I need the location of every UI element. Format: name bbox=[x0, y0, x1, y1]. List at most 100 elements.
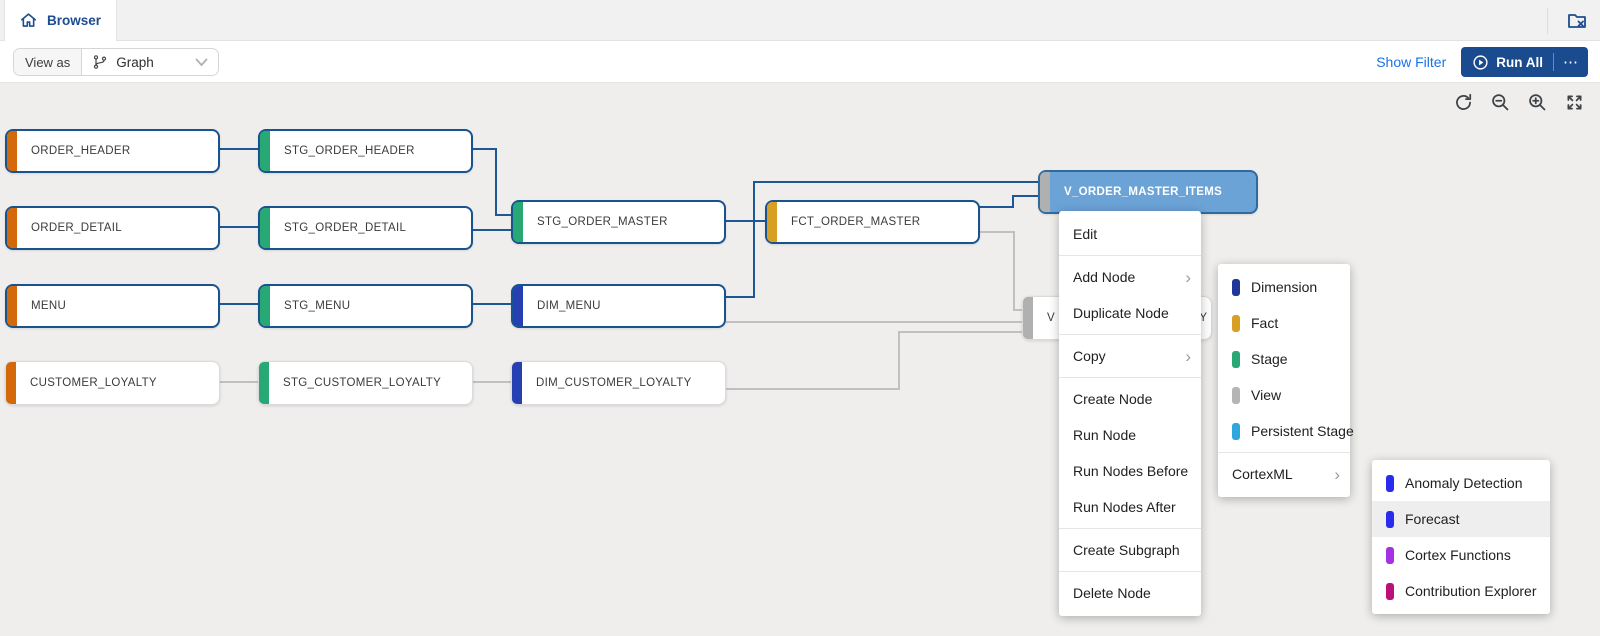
cortex-functions-node-type-icon bbox=[1386, 546, 1394, 564]
menu-item-run-node[interactable]: Run Node bbox=[1059, 417, 1201, 453]
node-type-stripe bbox=[513, 286, 523, 326]
node-label: STG_ORDER_DETAIL bbox=[284, 222, 407, 234]
tab-browser[interactable]: Browser bbox=[4, 0, 117, 41]
node-stg-menu[interactable]: STG_MENU bbox=[258, 284, 473, 328]
menu-item-label: Delete Node bbox=[1073, 585, 1151, 601]
edge-segment bbox=[473, 229, 513, 231]
menu-item-label: Run Nodes After bbox=[1073, 499, 1176, 515]
refresh-icon[interactable] bbox=[1451, 90, 1475, 114]
node-fct-order-master[interactable]: FCT_ORDER_MASTER bbox=[765, 200, 980, 244]
run-all-button[interactable]: Run All ⋯ bbox=[1461, 47, 1588, 77]
show-filter-link[interactable]: Show Filter bbox=[1376, 54, 1447, 70]
node-customer-loyalty[interactable]: CUSTOMER_LOYALTY bbox=[5, 361, 220, 405]
fit-to-screen-icon[interactable] bbox=[1562, 90, 1586, 114]
contribution-explorer-node-type-icon bbox=[1386, 582, 1394, 600]
run-all-label: Run All bbox=[1496, 54, 1543, 70]
graph-canvas[interactable] bbox=[0, 83, 1600, 636]
node-label: ORDER_HEADER bbox=[31, 145, 131, 157]
dimension-node-type-icon bbox=[1232, 278, 1240, 296]
zoom-in-icon[interactable] bbox=[1525, 90, 1549, 114]
node-order-detail[interactable]: ORDER_DETAIL bbox=[5, 206, 220, 250]
edge-segment bbox=[495, 148, 497, 216]
node-type-stripe bbox=[513, 202, 523, 242]
submenu-item-view[interactable]: View bbox=[1218, 377, 1350, 413]
node-type-stripe bbox=[260, 131, 270, 171]
submenu-item-forecast[interactable]: Forecast bbox=[1372, 501, 1550, 537]
node-label: FCT_ORDER_MASTER bbox=[791, 216, 921, 228]
edge-segment bbox=[753, 181, 1040, 183]
submenu-item-contribution-explorer[interactable]: Contribution Explorer bbox=[1372, 573, 1550, 609]
edge-segment bbox=[1012, 195, 1040, 197]
run-button-divider bbox=[1553, 53, 1554, 71]
node-stg-order-detail[interactable]: STG_ORDER_DETAIL bbox=[258, 206, 473, 250]
menu-item-run-nodes-before[interactable]: Run Nodes Before bbox=[1059, 453, 1201, 489]
node-label: STG_MENU bbox=[284, 300, 351, 312]
edge-segment bbox=[220, 381, 258, 383]
submenu-item-cortex-functions[interactable]: Cortex Functions bbox=[1372, 537, 1550, 573]
submenu-item-dimension[interactable]: Dimension bbox=[1218, 269, 1350, 305]
anomaly-detection-node-type-icon bbox=[1386, 474, 1394, 492]
submenu-item-stage[interactable]: Stage bbox=[1218, 341, 1350, 377]
edge-segment bbox=[220, 303, 258, 305]
cortexml-submenu: Anomaly Detection Forecast Cortex Functi… bbox=[1372, 460, 1550, 614]
submenu-item-label: Cortex Functions bbox=[1405, 547, 1511, 563]
menu-item-create-node[interactable]: Create Node bbox=[1059, 381, 1201, 417]
tab-bar-divider bbox=[1547, 7, 1548, 34]
node-label: DIM_CUSTOMER_LOYALTY bbox=[536, 377, 692, 389]
menu-item-copy[interactable]: Copy › bbox=[1059, 338, 1201, 374]
view-mode-select[interactable]: Graph bbox=[82, 49, 218, 75]
menu-item-label: Add Node bbox=[1073, 269, 1136, 285]
fact-node-type-icon bbox=[1232, 314, 1240, 332]
node-menu[interactable]: MENU bbox=[5, 284, 220, 328]
edge-segment bbox=[726, 388, 900, 390]
menu-divider bbox=[1059, 255, 1201, 256]
menu-divider bbox=[1059, 377, 1201, 378]
node-label: CUSTOMER_LOYALTY bbox=[30, 377, 157, 389]
menu-item-label: Create Node bbox=[1073, 391, 1153, 407]
play-circle-icon bbox=[1472, 54, 1489, 71]
menu-item-create-subgraph[interactable]: Create Subgraph bbox=[1059, 532, 1201, 568]
submenu-item-persistent-stage[interactable]: Persistent Stage bbox=[1218, 413, 1354, 449]
edge-segment bbox=[1013, 309, 1024, 311]
node-dim-menu[interactable]: DIM_MENU bbox=[511, 284, 726, 328]
menu-item-label: Copy bbox=[1073, 348, 1106, 364]
edge-segment bbox=[726, 220, 767, 222]
node-stg-order-header[interactable]: STG_ORDER_HEADER bbox=[258, 129, 473, 173]
menu-divider bbox=[1059, 571, 1201, 572]
node-stg-order-master[interactable]: STG_ORDER_MASTER bbox=[511, 200, 726, 244]
submenu-item-cortexml[interactable]: CortexML› bbox=[1218, 456, 1350, 492]
menu-item-duplicate-node[interactable]: Duplicate Node bbox=[1059, 295, 1201, 331]
node-label: STG_ORDER_HEADER bbox=[284, 145, 415, 157]
home-icon bbox=[19, 11, 38, 30]
chevron-right-icon: › bbox=[1185, 346, 1191, 366]
chevron-down-icon bbox=[195, 58, 208, 67]
menu-item-add-node[interactable]: Add Node› bbox=[1059, 259, 1201, 295]
submenu-item-fact[interactable]: Fact bbox=[1218, 305, 1350, 341]
close-folder-icon[interactable] bbox=[1562, 6, 1592, 36]
menu-item-run-nodes-after[interactable]: Run Nodes After bbox=[1059, 489, 1201, 525]
zoom-out-icon[interactable] bbox=[1488, 90, 1512, 114]
submenu-item-label: Persistent Stage bbox=[1251, 423, 1354, 439]
edge-segment bbox=[753, 181, 755, 298]
menu-divider bbox=[1059, 334, 1201, 335]
edge-segment bbox=[1012, 195, 1014, 208]
node-label: V_ORDER_MASTER_ITEMS bbox=[1064, 186, 1223, 198]
view-as-control: View as Graph bbox=[13, 48, 219, 76]
menu-item-edit[interactable]: Edit bbox=[1059, 216, 1201, 252]
submenu-item-label: Contribution Explorer bbox=[1405, 583, 1537, 599]
menu-item-delete-node[interactable]: Delete Node bbox=[1059, 575, 1201, 611]
node-order-header[interactable]: ORDER_HEADER bbox=[5, 129, 220, 173]
submenu-item-anomaly-detection[interactable]: Anomaly Detection bbox=[1372, 465, 1550, 501]
node-type-stripe bbox=[767, 202, 777, 242]
run-all-more-button[interactable]: ⋯ bbox=[1563, 54, 1579, 71]
edge-segment bbox=[473, 381, 513, 383]
node-dim-customer-loyalty[interactable]: DIM_CUSTOMER_LOYALTY bbox=[511, 361, 726, 405]
edge-segment bbox=[473, 148, 497, 150]
node-v-order-master-items[interactable]: V_ORDER_MASTER_ITEMS bbox=[1038, 170, 1258, 214]
persistent-stage-node-type-icon bbox=[1232, 422, 1240, 440]
node-stg-customer-loyalty[interactable]: STG_CUSTOMER_LOYALTY bbox=[258, 361, 473, 405]
node-type-stripe bbox=[1023, 297, 1033, 339]
node-type-stripe bbox=[1040, 172, 1050, 212]
stage-node-type-icon bbox=[1232, 350, 1240, 368]
